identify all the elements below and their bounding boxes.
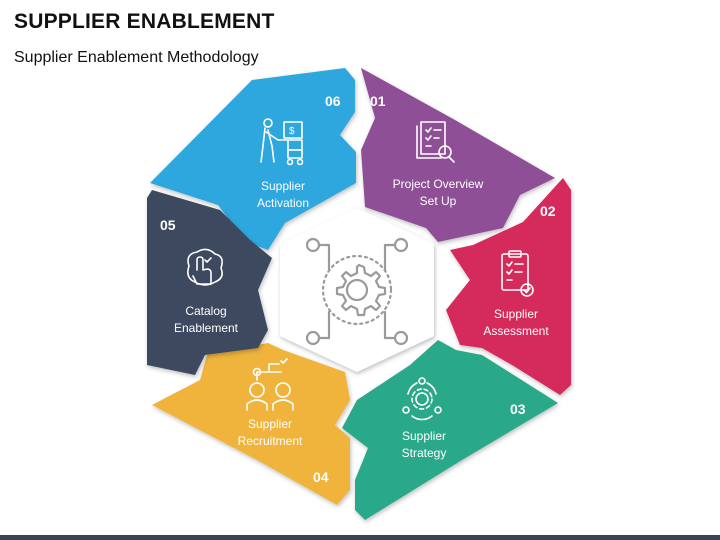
segment-02-assessment[interactable]: 02 Supplier Assessment — [446, 178, 571, 395]
segment-01-label-line1: Project Overview — [393, 177, 484, 191]
segment-04-label-line1: Supplier — [248, 417, 292, 431]
segment-06-number: 06 — [325, 93, 341, 109]
segment-03-strategy[interactable]: 03 Supplier Strategy — [342, 340, 558, 520]
bottom-bar — [0, 535, 720, 540]
segment-03-label-line2: Strategy — [402, 446, 447, 460]
segment-01-shape — [361, 68, 555, 242]
segment-04-label-line2: Recruitment — [238, 434, 303, 448]
gear-cycle-icon — [402, 377, 442, 421]
segment-05-label-line2: Enablement — [174, 321, 239, 335]
segment-04-recruitment[interactable]: 04 Supplier Recruitment — [152, 343, 350, 505]
people-select-icon — [246, 358, 294, 411]
segment-02-label-line1: Supplier — [494, 307, 538, 321]
segment-04-number: 04 — [313, 469, 329, 485]
segment-06-label-line1: Supplier — [261, 179, 305, 193]
segment-03-label-line1: Supplier — [402, 429, 446, 443]
worker-cart-icon: $ — [260, 118, 304, 166]
page-title: SUPPLIER ENABLEMENT — [14, 10, 275, 33]
segment-05-label-line1: Catalog — [185, 304, 226, 318]
segment-02-number: 02 — [540, 203, 556, 219]
clipboard-check-icon — [501, 250, 534, 297]
svg-text:$: $ — [289, 126, 295, 137]
checklist-search-icon — [416, 121, 455, 163]
segment-06-activation[interactable]: 06 $ Supplier Activation — [150, 68, 356, 250]
segment-02-label-line2: Assessment — [483, 324, 549, 338]
center-hub — [280, 208, 434, 372]
segment-02-shape — [446, 178, 571, 395]
segment-06-label-line2: Activation — [257, 196, 309, 210]
page-subtitle: Supplier Enablement Methodology — [14, 49, 259, 66]
segment-03-number: 03 — [510, 401, 526, 417]
segment-04-shape — [152, 343, 350, 505]
segment-06-shape — [150, 68, 356, 250]
segment-05-number: 05 — [160, 217, 176, 233]
segment-01-number: 01 — [370, 93, 386, 109]
segment-05-shape — [147, 190, 272, 375]
segment-01-project-overview[interactable]: 01 Project Overview Set Up — [361, 68, 555, 242]
segment-05-catalog[interactable]: 05 Catalog Enablement — [147, 190, 272, 375]
segment-03-shape — [342, 340, 558, 520]
center-hexagon — [280, 208, 434, 372]
segment-01-label-line2: Set Up — [420, 194, 457, 208]
gear-network-icon — [305, 237, 409, 346]
touch-screen-icon — [187, 248, 223, 286]
